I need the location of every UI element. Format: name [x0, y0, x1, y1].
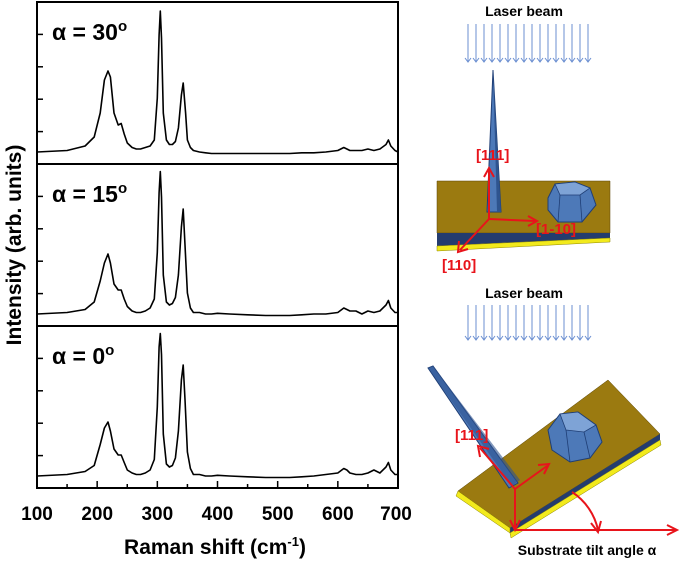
direction-label-1-10: [1-10] [536, 221, 576, 238]
x-tick-label: 500 [262, 504, 294, 525]
laser-ray-head [488, 335, 496, 341]
laser-ray-head [504, 57, 512, 63]
x-tick-labels: 100 200 300 400 500 600 700 [21, 504, 412, 525]
laser-ray-head [576, 57, 584, 63]
laser-beam-label-top: Laser beam [485, 3, 563, 19]
panel-label-0: α = 0o [52, 342, 114, 369]
laser-ray-head [464, 335, 472, 341]
direction-arrows-top [456, 165, 540, 254]
tilted-substrate-yellow-edge-front [509, 439, 662, 539]
x-tick-label: 300 [141, 504, 173, 525]
tilted-substrate-dark-edge [510, 434, 660, 533]
laser-ray-head [568, 57, 576, 63]
laser-ray-head [544, 57, 552, 63]
laser-ray-head [464, 57, 472, 63]
laser-ray-head [536, 335, 544, 341]
laser-ray-head [528, 57, 536, 63]
laser-beam-arrows [464, 305, 592, 341]
plot-frame [36, 1, 399, 489]
y-tick-marks [37, 33, 43, 457]
x-tick-label: 100 [21, 504, 53, 525]
direction-label-111-top: [111] [476, 147, 509, 164]
schematic-untilted: Laser beam [111] [1-10] [110] [436, 3, 611, 274]
laser-ray-head [576, 335, 584, 341]
laser-ray-head [536, 57, 544, 63]
laser-ray-head [480, 57, 488, 63]
x-tick-label: 200 [81, 504, 113, 525]
panel-label-30: α = 30o [52, 18, 127, 45]
laser-ray-head [496, 57, 504, 63]
hexagonal-crystal-bottom [547, 411, 603, 463]
direction-label-111-bottom: [111] [455, 427, 488, 444]
x-axis-title: Raman shift (cm-1) [124, 534, 306, 559]
schematic-tilted: Laser beam [111] [427, 285, 680, 558]
substrate-dark-edge [437, 233, 610, 246]
substrate-yellow-edge [436, 237, 611, 252]
laser-ray-head [472, 335, 480, 341]
laser-ray-head [528, 335, 536, 341]
nanowire-tilted-shade [428, 366, 520, 486]
spectrum-line [36, 332, 398, 479]
laser-ray-head [560, 335, 568, 341]
laser-ray-head [512, 57, 520, 63]
laser-ray-head [560, 57, 568, 63]
laser-ray-head [584, 57, 592, 63]
x-tick-marks [36, 481, 399, 488]
spectrum-line [36, 10, 399, 155]
spectra-series [36, 10, 399, 479]
laser-ray-head [552, 335, 560, 341]
x-tick-label: 600 [322, 504, 354, 525]
laser-ray-head [544, 335, 552, 341]
laser-ray-head [520, 57, 528, 63]
laser-ray-head [472, 57, 480, 63]
direction-arrows-bottom [476, 444, 680, 536]
laser-ray-head [480, 335, 488, 341]
spectrum-line [36, 170, 398, 317]
x-tick-label: 400 [202, 504, 234, 525]
laser-ray-head [504, 335, 512, 341]
laser-beam-arrows [464, 24, 592, 63]
laser-ray-head [488, 57, 496, 63]
substrate-tilt-angle-label: Substrate tilt angle α [518, 542, 657, 558]
direction-label-110: [110] [442, 257, 476, 274]
laser-ray-head [568, 335, 576, 341]
laser-ray-head [496, 335, 504, 341]
laser-ray-head [584, 335, 592, 341]
laser-ray-head [520, 335, 528, 341]
nanowire-vertical-shade [493, 70, 501, 212]
raman-spectra-plot: α = 30o α = 15o α = 0o 100 200 300 400 5… [3, 1, 412, 559]
hexagonal-crystal-top [547, 181, 597, 223]
x-tick-label: 700 [380, 504, 412, 525]
laser-beam-label-bottom: Laser beam [485, 285, 563, 301]
y-axis-title: Intensity (arb. units) [3, 145, 26, 346]
laser-ray-head [512, 335, 520, 341]
laser-ray-head [552, 57, 560, 63]
panel-label-15: α = 15o [52, 180, 127, 207]
